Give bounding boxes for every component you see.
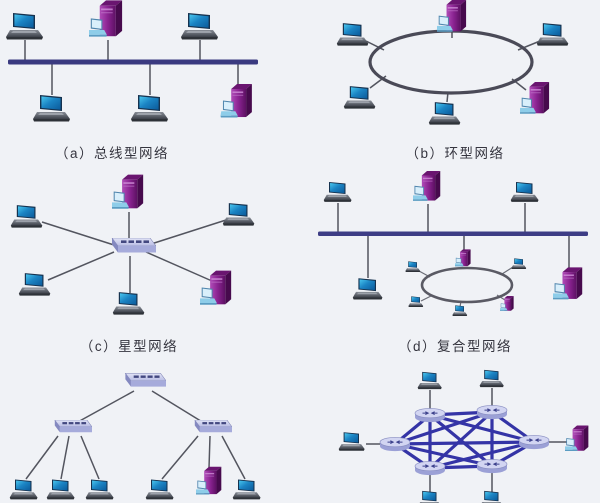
router-icon: [518, 435, 550, 450]
tree-branch-lines: [25, 390, 246, 480]
composite-network-diagram: （d）复合型网络: [318, 171, 588, 354]
caption-ring-network: （b）环型网络: [405, 146, 504, 161]
sub-ring-loop: [420, 266, 514, 304]
tree-network-diagram: [9, 373, 261, 500]
switch-icon: [194, 420, 232, 433]
router-icon: [476, 459, 508, 474]
switch-icon: [111, 238, 156, 253]
router-icon: [414, 408, 446, 423]
ring-network-diagram: （b）环型网络: [336, 0, 569, 161]
star-network-diagram: （c）星型网络: [10, 174, 255, 354]
bus-backbone-line: [318, 231, 588, 236]
mesh-network-diagram: [338, 369, 589, 503]
star-spoke-lines: [41, 212, 227, 293]
sub-ring: [405, 249, 527, 316]
composite-drop-lines: [337, 203, 570, 278]
switch-icon: [54, 420, 92, 433]
caption-composite-network: （d）复合型网络: [398, 338, 512, 354]
bus-network-diagram: （a）总线型网络: [6, 0, 258, 161]
caption-bus-network: （a）总线型网络: [55, 146, 169, 161]
router-icon: [476, 405, 508, 420]
caption-star-network: （c）星型网络: [80, 339, 178, 354]
bus-backbone-line: [8, 59, 258, 65]
router-icon: [379, 437, 411, 452]
router-icon: [414, 461, 446, 476]
bus-drop-lines: [24, 40, 239, 95]
switch-icon: [124, 373, 166, 388]
